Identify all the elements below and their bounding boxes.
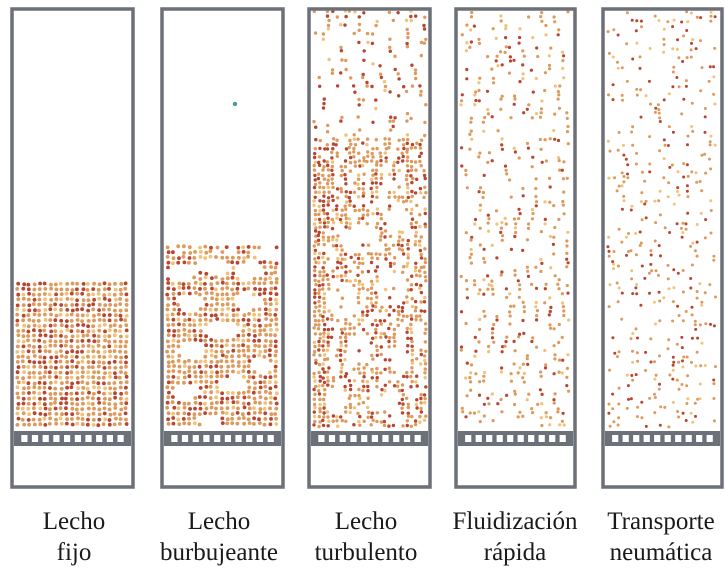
label-fixed-bed-line1: Lecho (42, 508, 106, 535)
fixed-bed-column-wall (10, 7, 135, 489)
bubbling-bed-distributor-plate (164, 431, 281, 446)
column-bubbling-bed (160, 7, 285, 489)
pneumatic-transport-column-wall (601, 7, 724, 489)
column-turbulent-bed (307, 7, 432, 489)
label-fast-fluidization: Fluidización rápida (440, 506, 590, 568)
label-pneumatic-transport: Transporte neumática (596, 506, 726, 568)
label-fast-fluidization-line1: Fluidización (452, 508, 578, 535)
fast-fluidization-column-wall (454, 7, 577, 489)
label-fast-fluidization-line2: rápida (483, 539, 547, 566)
label-pneumatic-transport-line2: neumática (609, 539, 713, 566)
stray-particle (232, 101, 238, 107)
fixed-bed-distributor-plate (14, 431, 131, 446)
fast-fluidization-particles (459, 10, 571, 428)
pneumatic-transport-distributor-plate (605, 431, 720, 446)
label-fixed-bed: Lecho fijo (6, 506, 142, 568)
fixed-bed-particles (15, 281, 129, 428)
fast-fluidization-distributor-plate (458, 431, 573, 446)
label-bubbling-bed-line2: burbujeante (159, 539, 278, 566)
pneumatic-transport-particles (606, 10, 717, 429)
turbulent-bed-particles (312, 9, 428, 429)
turbulent-bed-distributor-plate (311, 431, 428, 446)
bubbling-bed-column-wall (160, 7, 285, 489)
label-turbulent-bed: Lecho turbulento (298, 506, 434, 568)
column-fast-fluidization (454, 7, 577, 489)
label-bubbling-bed-line1: Lecho (187, 508, 251, 535)
turbulent-bed-column-wall (307, 7, 432, 489)
label-turbulent-bed-line1: Lecho (334, 508, 398, 535)
label-pneumatic-transport-line1: Transporte (607, 508, 715, 535)
column-pneumatic-transport (601, 7, 724, 489)
label-fixed-bed-line2: fijo (56, 539, 92, 566)
label-bubbling-bed: Lecho burbujeante (146, 506, 292, 568)
column-fixed-bed (10, 7, 135, 489)
label-turbulent-bed-line2: turbulento (314, 539, 418, 566)
bubbling-bed-particles (165, 244, 279, 427)
